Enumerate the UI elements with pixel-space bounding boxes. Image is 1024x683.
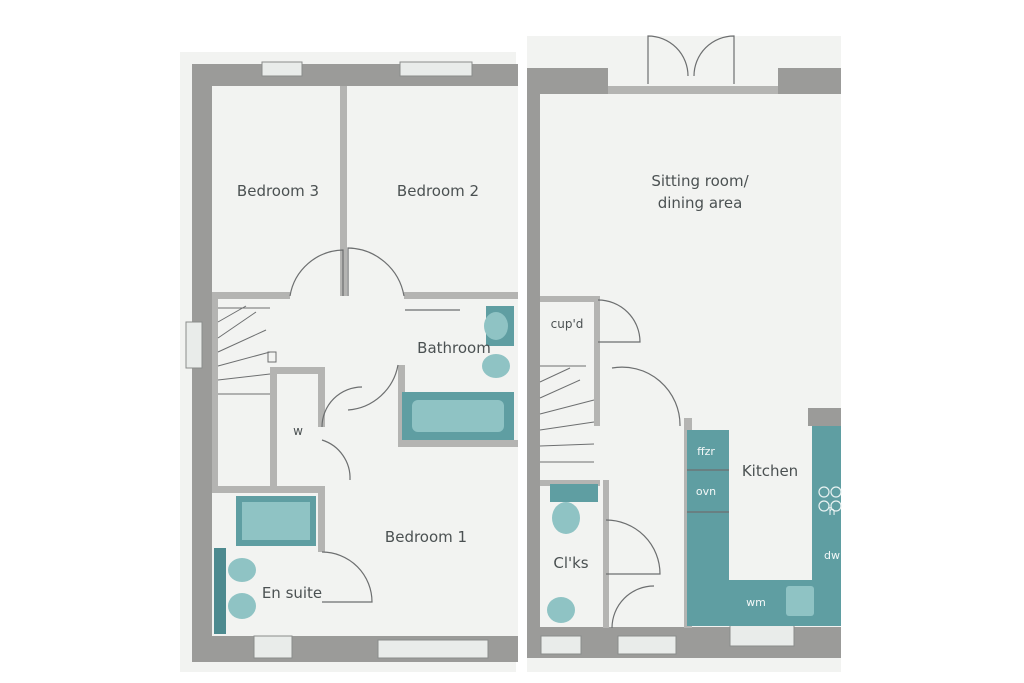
door-bedroom3 bbox=[289, 249, 344, 297]
wall-bathroom-left bbox=[398, 365, 405, 447]
wall-stair-left bbox=[212, 296, 218, 486]
wall-cloaks-right bbox=[603, 480, 609, 628]
label-wardrobe: w bbox=[293, 424, 303, 438]
wall-bed3-bottom bbox=[212, 292, 290, 299]
wall-ensuite-right bbox=[318, 486, 325, 552]
kitchen-unit-right bbox=[812, 426, 841, 580]
cloaks-toilet bbox=[552, 502, 580, 534]
bath-basin bbox=[412, 400, 504, 432]
door-bathroom bbox=[347, 364, 399, 411]
window bbox=[399, 61, 473, 77]
wall-wardrobe-left bbox=[270, 367, 277, 493]
kitchen-wall-corner bbox=[808, 408, 841, 426]
door-wardrobe-second bbox=[321, 439, 351, 481]
patio-door-left bbox=[647, 35, 689, 84]
label-oven: ovn bbox=[696, 485, 716, 498]
ground-floor-plan: Sitting room/ dining area cup'd Kitchen … bbox=[527, 35, 842, 672]
door-hall bbox=[611, 366, 681, 427]
kitchen-unit-bottom bbox=[729, 580, 841, 626]
wall-cupboard-top bbox=[540, 296, 596, 302]
label-sitting-room: Sitting room/ bbox=[651, 172, 749, 190]
toilet-bowl bbox=[484, 312, 508, 340]
wall-cupboard-right bbox=[594, 296, 600, 426]
hob bbox=[818, 486, 842, 512]
label-cupboard: cup'd bbox=[551, 317, 584, 331]
newel-post bbox=[267, 351, 277, 363]
window bbox=[729, 623, 795, 647]
label-bedroom1: Bedroom 1 bbox=[385, 528, 467, 546]
label-dining-area: dining area bbox=[658, 194, 743, 212]
door-wardrobe bbox=[321, 386, 363, 428]
kitchen-unit-left bbox=[687, 430, 729, 626]
wall-wardrobe-top bbox=[270, 367, 320, 374]
label-bathroom: Bathroom bbox=[417, 339, 491, 357]
upper-floor-plan: Bedroom 3 Bedroom 2 Bathroom w Bedroom 1… bbox=[180, 52, 518, 672]
label-washing-machine: wm bbox=[746, 596, 766, 609]
door-front bbox=[611, 585, 655, 629]
door-bedroom2 bbox=[347, 247, 405, 297]
ensuite-toilet bbox=[228, 558, 256, 582]
window bbox=[261, 61, 303, 77]
upper-floor-interior bbox=[212, 86, 518, 636]
wall-bathroom-top bbox=[404, 292, 518, 299]
wall-wardrobe-right bbox=[318, 367, 325, 427]
wall-ensuite-top bbox=[212, 486, 320, 493]
window bbox=[540, 635, 582, 655]
label-bedroom2: Bedroom 2 bbox=[397, 182, 479, 200]
door-cloakroom bbox=[605, 519, 661, 575]
cloaks-basin bbox=[547, 597, 575, 623]
window bbox=[185, 321, 203, 369]
label-dishwasher: dw bbox=[824, 549, 840, 562]
door-ensuite bbox=[321, 551, 373, 603]
window bbox=[617, 635, 677, 655]
patio-threshold bbox=[608, 86, 778, 94]
label-hob: h bbox=[829, 505, 836, 518]
patio-door-right bbox=[693, 35, 735, 84]
staircase-upper bbox=[217, 305, 277, 395]
wall-bathroom-bottom bbox=[398, 440, 518, 447]
window bbox=[253, 635, 293, 659]
label-cloakroom: Cl'ks bbox=[553, 554, 588, 572]
wall-bed3-bed2 bbox=[340, 86, 347, 296]
label-bedroom3: Bedroom 3 bbox=[237, 182, 319, 200]
label-kitchen: Kitchen bbox=[742, 462, 798, 480]
bathroom-basin bbox=[482, 354, 510, 378]
cloaks-cistern bbox=[550, 484, 598, 502]
door-cupboard bbox=[597, 299, 641, 343]
staircase-ground bbox=[539, 365, 595, 463]
wall-cloaks-top bbox=[540, 480, 600, 486]
kitchen-sink bbox=[786, 586, 814, 616]
ensuite-basin bbox=[228, 593, 256, 619]
label-ensuite: En suite bbox=[262, 584, 322, 602]
shower-tray-inner bbox=[242, 502, 310, 540]
window bbox=[377, 639, 489, 659]
label-fridge-freezer: ffzr bbox=[697, 445, 715, 458]
ensuite-wall-unit bbox=[214, 548, 226, 634]
